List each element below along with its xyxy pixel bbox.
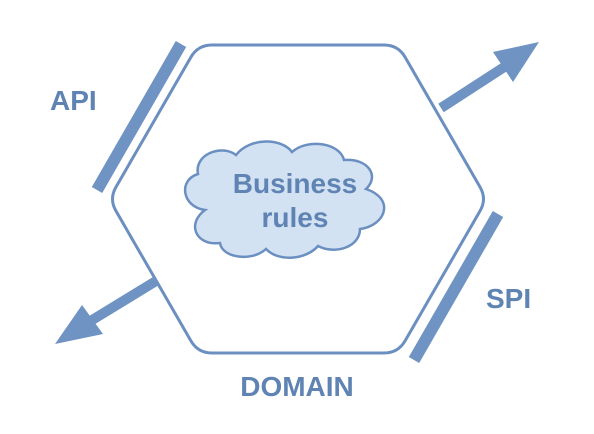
business-rules-label-line1: Business: [233, 168, 358, 199]
spi-port-bar: [408, 211, 504, 363]
spi-label: SPI: [486, 283, 531, 314]
domain-label: DOMAIN: [240, 371, 354, 402]
api-port-bar: [91, 41, 187, 193]
business-rules-label-line2: rules: [262, 202, 329, 233]
api-label: API: [50, 85, 97, 116]
outgoing-arrow-icon: [438, 42, 539, 113]
incoming-arrow-icon: [55, 276, 159, 344]
domain-hexagon: [111, 43, 485, 355]
business-rules-cloud: [183, 140, 386, 259]
